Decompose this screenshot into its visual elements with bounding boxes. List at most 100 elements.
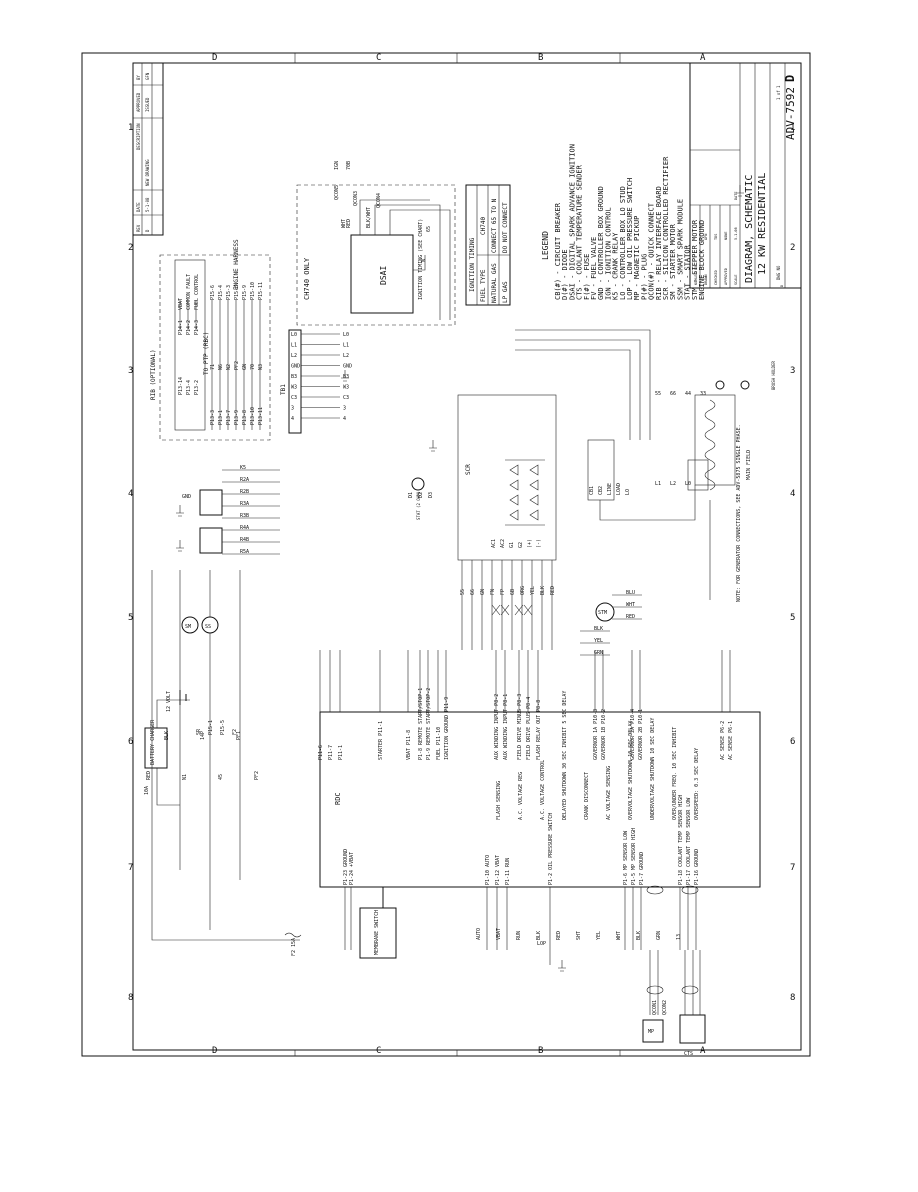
battery-wire: PF1 <box>236 731 242 740</box>
zone-col-3-r: 3 <box>790 366 795 376</box>
cts-label: CTS <box>684 1051 693 1057</box>
rdc-right-pin: GOVERNOR 2A P10-4 <box>630 709 636 760</box>
sensor-wire: AUTO <box>476 928 482 940</box>
legend-item: DSAI - DIGITAL SPARK ADVANCE IGNITION <box>568 144 576 300</box>
scr-wire: 55 <box>460 589 466 595</box>
stepper-wire: BLK <box>594 626 603 632</box>
cb-label: CB1 <box>589 486 595 495</box>
ch740-qcon3: QCON3 <box>353 191 359 206</box>
rib-pin-lower-right: P15-4 <box>218 285 224 300</box>
relay-label: K5 <box>240 465 246 471</box>
rib-pin-mid: P14-2 <box>186 320 192 335</box>
zone-row-c-bot: C <box>376 1046 381 1056</box>
legend-item: LO - CONTROLLER BOX LO STUD <box>619 186 627 300</box>
battery-wire: PF2 <box>254 771 260 780</box>
ignition-timing-table: IGNITION TIMING FUEL TYPE CH740 NATURAL … <box>465 184 511 306</box>
main-field-lead: 44 <box>685 391 691 397</box>
rib-label-right: VBAT <box>178 298 184 310</box>
rdc-right-pin: P1-8 REMOTE START/STOP-1 <box>418 688 424 760</box>
rdc-right-pin: GOVERNOR 2B P10-1 <box>638 709 644 760</box>
dsai-module <box>350 234 414 314</box>
zone-row-d-bot: D <box>212 1046 217 1056</box>
brush-1 <box>715 380 725 390</box>
zone-row-a-top: A <box>700 53 706 63</box>
legend-item: MP - MAGNETIC PICKUP <box>633 216 641 300</box>
ch740-qcon4: QCON4 <box>376 193 382 208</box>
main-field-lead: 66 <box>670 391 676 397</box>
legend-item: F(#) - FUSE <box>583 254 591 300</box>
revision-block: REV DATE DESCRIPTION APPROVED BY D 5-1-0… <box>132 62 164 236</box>
cb-label: LINE <box>607 483 613 495</box>
ac-terminal-wire: 4 <box>343 416 346 422</box>
rdc-left-pin: P1-16 GROUND <box>694 849 700 885</box>
rev-entry-approved: ISSUED <box>145 97 150 112</box>
rdc-right-pin: GOVERNOR 1B P10-2 <box>601 709 607 760</box>
rib-pin-lower-left: P13-8 <box>242 410 248 425</box>
lo-box <box>687 459 709 491</box>
scr-diode: D2 <box>418 492 424 498</box>
zone-col-5-l: 5 <box>128 613 133 623</box>
zone-row-d-top: D <box>212 53 217 63</box>
ac-terminal: W3 <box>291 385 297 391</box>
rib-pin-mid: P14-1 <box>178 320 184 335</box>
gnd-label: GND <box>182 494 191 500</box>
brush-2 <box>740 380 750 390</box>
zone-col-6-l: 6 <box>128 737 133 747</box>
scr-diode: D3 <box>428 492 434 498</box>
rib-wire: GN <box>242 364 248 370</box>
tb-val-scale: NONE <box>724 232 728 240</box>
rib-label-right: COMMON FAULT <box>186 274 192 310</box>
zone-col-7-l: 7 <box>128 863 133 873</box>
tb-field-approved: APPROVED <box>724 268 728 285</box>
rib-pin-lower-right: P15-3 <box>226 285 232 300</box>
ac-terminal: C3 <box>291 395 297 401</box>
battery-charger-label-1: BATTERY CHARGER <box>150 719 156 765</box>
rdc-left-pin: P1-5 MP SENSOR HIGH <box>631 828 637 885</box>
battery-section: BATTERY CHARGER 12 VOLT 10A F2 15A SM SS… <box>144 570 302 956</box>
rib-wire: 70 <box>250 364 256 370</box>
zone-col-2-l: 2 <box>128 243 133 253</box>
dwg-no-label: DWG NO <box>776 265 781 280</box>
cb-label: LO <box>625 489 631 495</box>
stepper-wire: YEL <box>594 638 603 644</box>
rdc-left-pin: P1-23 GROUND <box>343 849 349 885</box>
rev-header-rev: REV <box>136 224 141 232</box>
rev-entry-rev: D <box>145 229 150 232</box>
rdc-note: OVERVOLTAGE SHUTDOWN 10 SEC DELAY <box>628 721 634 820</box>
brush-holder-label: BRUSH HOLDER <box>771 361 776 390</box>
ch740-title: CH740 ONLY <box>303 257 311 300</box>
tb-field-date: DATE <box>734 192 738 200</box>
scr-title: SCR <box>465 464 472 475</box>
relay-label: R3A <box>240 501 249 507</box>
sensor-wire: VBAT <box>496 928 502 940</box>
tb1-label: TB1 <box>280 384 287 395</box>
rdc-left-pin: P1-6 MP SENSOR LOW <box>623 830 629 885</box>
sensor-wire: BLK <box>636 931 642 940</box>
stat-label: STAT (2 OHM) <box>416 491 421 520</box>
rib-pin-lower-right: P15-9 <box>242 285 248 300</box>
ac-terminal-wire: L0 <box>343 332 349 338</box>
battery-item: F2 <box>232 729 238 735</box>
scr-diode: D1 <box>408 492 414 498</box>
battery-wire: N1 <box>182 774 188 780</box>
scr-wire: 6B <box>510 589 516 595</box>
rib-harness: ENGINE HARNESS <box>233 239 240 290</box>
legend-item: LOP - LOW OIL PRESSURE SWITCH <box>626 178 634 300</box>
rdc-note: A.C. VOLTAGE CONTROL <box>540 760 546 820</box>
main-field-lead: 55 <box>655 391 661 397</box>
main-field-lead: L0 <box>685 481 691 487</box>
rdc-left-pin: P1-18 COOLANT TEMP SENSOR HIGH <box>678 795 684 885</box>
sensor-wire: RED <box>556 931 562 940</box>
rib-pin-lower-right: P15-8 <box>234 285 240 300</box>
mp-sensor <box>642 1019 664 1043</box>
ign-row2-fuel: LP GAS <box>502 281 509 303</box>
rib-pin-lower-right: P15-11 <box>258 282 264 300</box>
rib-title: RIB (OPTIONAL) <box>150 349 157 400</box>
legend-item: IGN - IGNITION CONTROL <box>604 207 612 300</box>
rev-entry-date: 5-1-08 <box>145 197 150 212</box>
zone-col-4-r: 4 <box>790 489 795 499</box>
zone-col-8-r: 8 <box>790 993 795 1003</box>
legend-item: STM - STEPPER MOTOR <box>691 219 699 300</box>
sensor-wire: BLK <box>536 931 542 940</box>
